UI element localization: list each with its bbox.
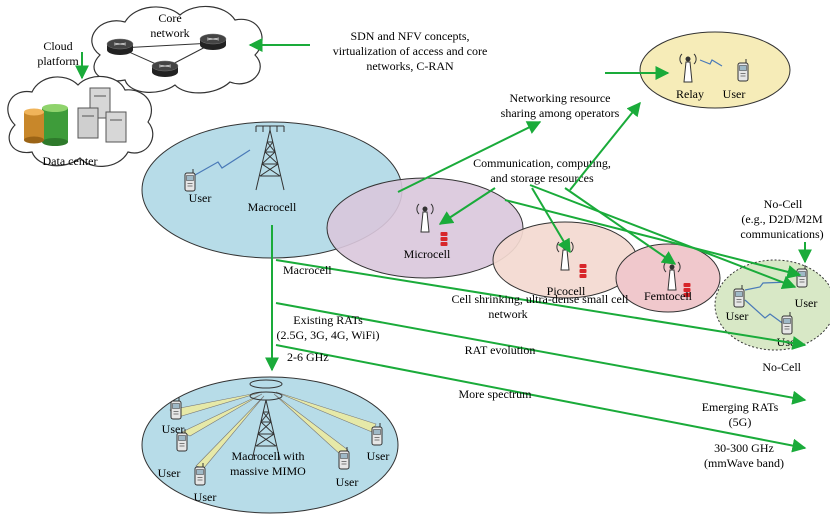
storage-icon <box>579 264 587 278</box>
router-icon <box>106 38 134 56</box>
resources-label: and storage resources <box>490 171 594 185</box>
sharing-label: sharing among operators <box>501 106 620 120</box>
sdn-label: networks, C-RAN <box>366 59 454 73</box>
relay-label: Relay <box>676 87 704 101</box>
router-icon <box>199 33 227 51</box>
trend-mid: network <box>488 307 527 321</box>
nocell-title: (e.g., D2D/M2M <box>741 212 823 226</box>
femtocell-area <box>615 243 721 313</box>
nocell-title: No-Cell <box>764 197 803 211</box>
mimo-tower-icon <box>249 379 283 461</box>
relay-user-label: User <box>723 87 746 101</box>
macro-user-label: User <box>189 191 212 205</box>
trend-arrow <box>275 259 807 350</box>
router-icon <box>151 60 179 78</box>
arrow <box>438 187 496 225</box>
arrow <box>564 187 677 265</box>
cloud-platform-label: platform <box>37 54 79 68</box>
nocell-user-label: User <box>726 309 749 323</box>
sdn-label: virtualization of access and core <box>333 44 488 58</box>
mimo-user-label: User <box>158 466 181 480</box>
arrow <box>529 184 797 290</box>
trend-end: (5G) <box>729 415 752 429</box>
trend-mid: More spectrum <box>459 387 533 401</box>
arrow <box>569 101 641 191</box>
nocell-title: communications) <box>740 227 823 241</box>
trend-start: (2.5G, 3G, 4G, WiFi) <box>277 328 380 342</box>
trend-mid: RAT evolution <box>465 343 536 357</box>
resources-label: Communication, computing, <box>473 156 611 170</box>
core-label: network <box>150 26 189 40</box>
picocell-label: Picocell <box>547 284 586 298</box>
core-network-cloud: Core network <box>91 5 263 94</box>
femtocell-label: Femtocell <box>644 289 693 303</box>
trend-arrow <box>275 302 807 405</box>
mimo-user-label: User <box>367 449 390 463</box>
data-center-label: Data center <box>43 154 98 168</box>
nocell-user-label: User <box>795 296 818 310</box>
cloud-platform-label: Cloud <box>43 39 72 53</box>
core-label: Core <box>158 11 181 25</box>
mimo-user-label: User <box>162 422 185 436</box>
arrow <box>504 199 802 279</box>
relay-group: Relay User <box>639 31 791 109</box>
sharing-label: Networking resource <box>510 91 611 105</box>
mimo-label: Macrocell with <box>232 449 305 463</box>
trend-end: No-Cell <box>762 360 801 374</box>
trend-end: (mmWave band) <box>704 456 784 470</box>
arrow <box>531 187 571 254</box>
storage-icon <box>440 232 448 246</box>
trend-mid: Cell shrinking, ultra-dense small cell <box>452 292 630 306</box>
mimo-user-label: User <box>194 490 217 504</box>
server-icon <box>77 87 127 143</box>
arrow <box>397 121 542 193</box>
trend-start: 2-6 GHz <box>287 350 329 364</box>
trend-arrow <box>275 344 807 453</box>
trend-start: Existing RATs <box>293 313 363 327</box>
data-center-cloud: Data center <box>7 76 154 168</box>
macrocell-label: Macrocell <box>248 200 297 214</box>
trend-start: Macrocell <box>283 263 332 277</box>
mimo-label: massive MIMO <box>230 464 306 478</box>
trend-end: 30-300 GHz <box>714 441 774 455</box>
microcell-label: Microcell <box>404 247 451 261</box>
database-icon <box>24 104 68 146</box>
macrocell-tower-icon <box>255 125 285 191</box>
mimo-beams <box>169 391 377 469</box>
trend-end: Emerging RATs <box>702 400 779 414</box>
sdn-label: SDN and NFV concepts, <box>350 29 469 43</box>
mimo-user-label: User <box>336 475 359 489</box>
